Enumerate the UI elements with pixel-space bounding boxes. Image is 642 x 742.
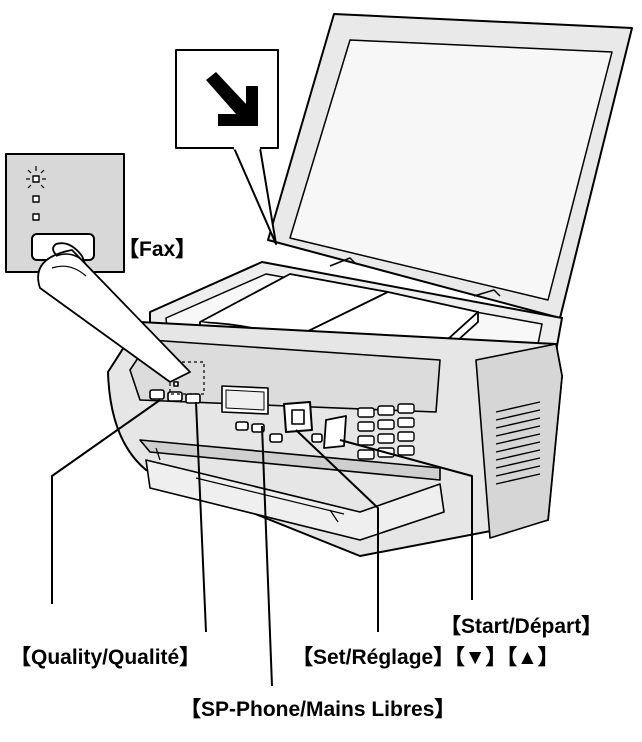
quality-button-label: 【Quality/Qualité】	[10, 646, 200, 669]
document-cover	[267, 13, 633, 319]
arrow-down-right-icon	[206, 72, 258, 126]
control-panel	[149, 361, 415, 460]
fax-button-inset	[5, 153, 191, 383]
start-button	[323, 415, 347, 449]
dial-keypad	[357, 403, 415, 460]
fax-button-label: 【Fax】	[118, 238, 196, 261]
side-vent	[495, 401, 541, 485]
start-button-label: 【Start/Départ】	[440, 615, 602, 638]
leader-lines	[51, 399, 473, 687]
set-navigator-label: 【Set/Réglage】【▼】【▲】	[292, 646, 559, 669]
scan-direction-callout	[175, 49, 279, 245]
sp-phone-button-label: 【SP-Phone/Mains Libres】	[180, 698, 455, 721]
led-indicator-icon	[26, 166, 46, 221]
